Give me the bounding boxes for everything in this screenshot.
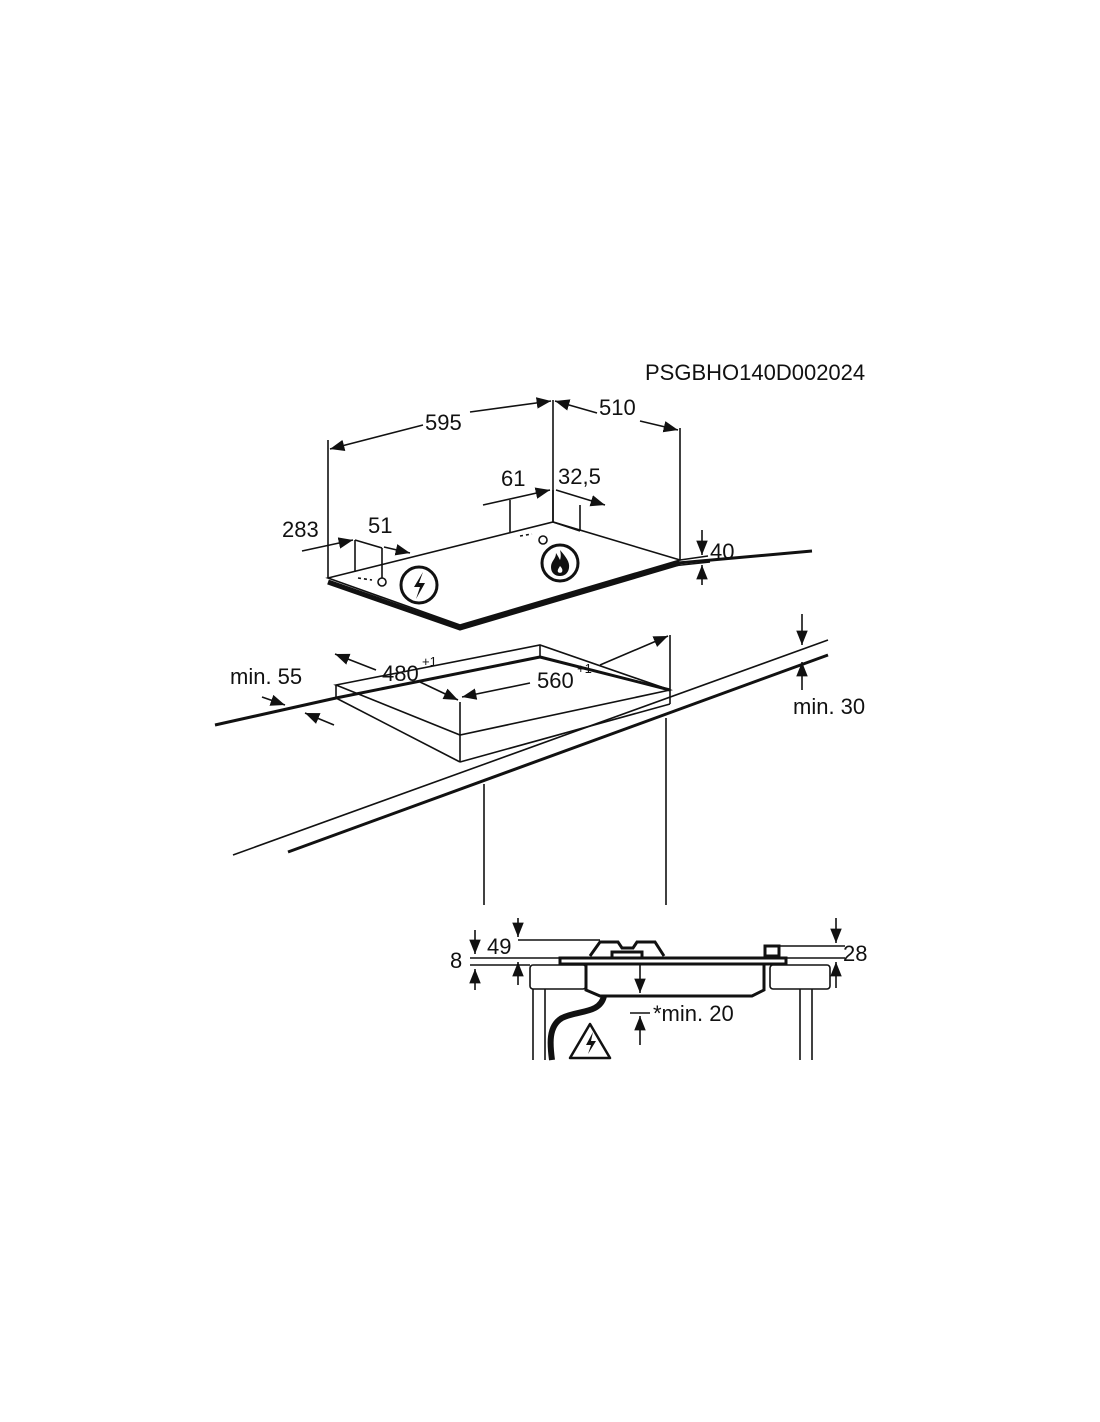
dim-560: 560 xyxy=(537,668,574,693)
drawing-code: PSGBHO140D002024 xyxy=(645,360,865,385)
dim-32-5: 32,5 xyxy=(558,464,601,489)
dim-min-20: *min. 20 xyxy=(653,1001,734,1026)
dim-49: 49 xyxy=(487,934,511,959)
dim-8: 8 xyxy=(450,948,462,973)
dim-51: 51 xyxy=(368,513,392,538)
dim-28: 28 xyxy=(843,941,867,966)
side-section-view xyxy=(469,918,845,1061)
dim-560-tolerance: +1 xyxy=(577,661,592,676)
hob-top-view xyxy=(301,397,711,631)
flame-circle-icon xyxy=(540,543,580,583)
worktop-cutout xyxy=(214,549,829,905)
lightning-circle-icon xyxy=(399,565,439,605)
dim-min-55: min. 55 xyxy=(230,664,302,689)
dim-61: 61 xyxy=(501,466,525,491)
dim-510: 510 xyxy=(599,395,636,420)
dim-283: 283 xyxy=(282,517,319,542)
dim-min-30: min. 30 xyxy=(793,694,865,719)
dim-480-tolerance: +1 xyxy=(422,654,437,669)
dim-595: 595 xyxy=(425,410,462,435)
dim-480: 480 xyxy=(382,661,419,686)
electric-warning-triangle-icon xyxy=(568,1022,612,1060)
